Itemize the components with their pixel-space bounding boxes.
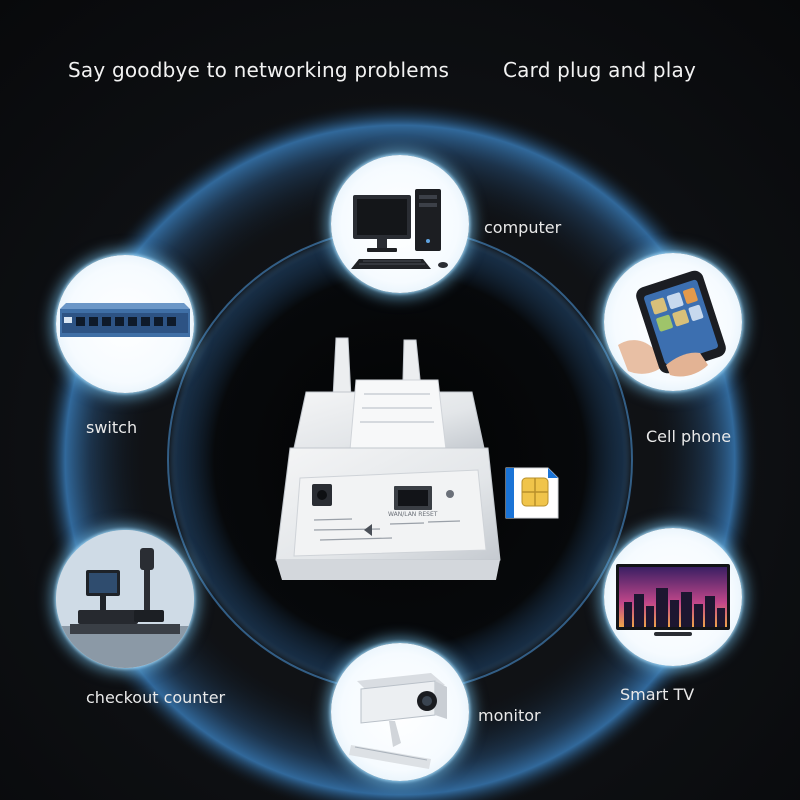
label-computer: computer <box>484 218 562 237</box>
switch-node <box>56 255 194 393</box>
smart-tv-icon <box>616 564 730 636</box>
label-smart-tv: Smart TV <box>620 685 695 704</box>
label-switch: switch <box>86 418 138 437</box>
network-switch-icon <box>60 303 190 337</box>
headline-right: Card plug and play <box>503 58 697 82</box>
cell-phone-icon <box>618 270 726 377</box>
label-cell-phone: Cell phone <box>646 427 732 446</box>
checkout-counter-icon <box>56 530 194 668</box>
monitor-node <box>331 643 469 781</box>
smart-tv-node <box>604 528 742 666</box>
cell-phone-node <box>604 253 742 391</box>
label-monitor: monitor <box>478 706 541 725</box>
computer-icon <box>351 189 448 269</box>
security-camera-icon <box>349 673 447 769</box>
computer-node <box>331 155 469 293</box>
label-checkout-counter: checkout counter <box>86 688 226 707</box>
headline-left: Say goodbye to networking problems <box>68 58 450 82</box>
checkout-counter-node <box>56 530 194 668</box>
sim-card-icon <box>505 467 559 519</box>
router-port-label: WAN/LAN RESET <box>388 511 438 518</box>
